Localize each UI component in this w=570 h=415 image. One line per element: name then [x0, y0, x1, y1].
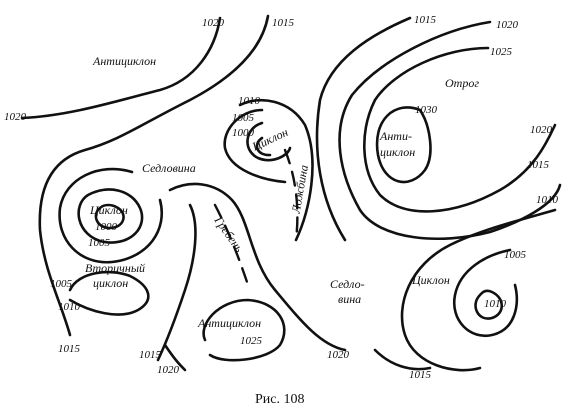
value-center-1030: 1030 — [415, 104, 438, 116]
value-r-1015: 1015 — [527, 159, 550, 171]
label-saddle-right-2: вина — [338, 292, 361, 306]
value-tr-1015: 1015 — [414, 14, 437, 26]
value-bottom-1015a: 1015 — [58, 343, 81, 355]
axis-lines — [213, 148, 299, 287]
isobar-right-1020 — [338, 20, 562, 240]
value-cl-1000: 1000 — [95, 221, 118, 233]
value-cr-1010: 1010 — [484, 298, 507, 310]
value-cu-1005: 1005 — [232, 112, 255, 124]
isobar-1010-upper — [223, 108, 287, 184]
value-tr-1020: 1020 — [496, 19, 519, 31]
isobar-right-1025 — [363, 46, 557, 213]
isobar-bottom-1020 — [163, 343, 187, 372]
value-sc-1005: 1005 — [50, 278, 73, 290]
isobar-right-outer-1015 — [315, 16, 412, 242]
value-bottom-1015b: 1015 — [139, 349, 162, 361]
isobar-ridge-inner — [156, 203, 197, 362]
isobar-lines — [20, 14, 562, 372]
isobar-1015-top — [38, 14, 270, 337]
label-spur: Отрог — [445, 76, 479, 90]
label-cyclone-left: Циклон — [89, 203, 128, 217]
isobar-bottom-1015 — [373, 348, 432, 371]
value-cu-1010: 1010 — [238, 95, 261, 107]
isobar-anticyclone-bottom — [202, 298, 286, 362]
label-secondary-cyclone-2: циклон — [93, 276, 128, 290]
value-ab-1025: 1025 — [240, 335, 263, 347]
value-r-1010: 1010 — [536, 194, 559, 206]
label-anticyclone-right-2: циклон — [380, 145, 415, 159]
value-cr-1005: 1005 — [504, 249, 527, 261]
value-cl-1005: 1005 — [88, 237, 111, 249]
isobar-right-1030 — [375, 106, 432, 184]
value-top-1015: 1015 — [272, 17, 295, 29]
isobar-left-cyclone-inner — [94, 203, 125, 230]
label-anticyclone-top: Антициклон — [92, 54, 156, 68]
isobar-trough-curve — [238, 98, 314, 242]
value-bottom-1020b: 1020 — [327, 349, 350, 361]
label-anticyclone-right-1: Анти- — [379, 129, 412, 143]
isobar-right-cyclone-inner — [474, 289, 504, 320]
text-labels: Антициклон Седловина Циклон Ложбина Анти… — [85, 54, 479, 330]
value-cu-1000: 1000 — [232, 127, 255, 139]
value-tr-1025: 1025 — [490, 46, 513, 58]
value-top-1020: 1020 — [202, 17, 225, 29]
figure-caption: Рис. 108 — [255, 392, 305, 407]
isobar-secondary-cyclone — [68, 270, 150, 316]
value-r-1020: 1020 — [530, 124, 553, 136]
label-ridge: Гребень — [211, 213, 247, 255]
value-left-1020: 1020 — [4, 111, 27, 123]
value-sc-1010: 1010 — [58, 301, 81, 313]
isobar-1005-upper — [246, 121, 292, 162]
label-saddle-right-1: Седло- — [330, 277, 365, 291]
isobar-ridge — [168, 182, 347, 352]
value-bottom-1015c: 1015 — [409, 369, 432, 381]
isobar-right-cyclone-mid — [452, 248, 519, 338]
isobar-1000-upper — [255, 136, 272, 157]
value-bottom-1020a: 1020 — [157, 364, 180, 376]
label-secondary-cyclone-1: Вторичный — [85, 261, 145, 275]
isobar-right-cyclone-outer — [400, 208, 557, 372]
isobar-left-cyclone-mid — [77, 188, 144, 244]
isobar-left-cyclone-outer — [58, 167, 163, 264]
isobar-values: 1020 1015 1020 1015 1020 1025 1030 1010 … — [4, 14, 559, 381]
ridge-axis — [213, 203, 250, 287]
label-cyclone-right: Циклон — [411, 273, 450, 287]
trough-axis — [283, 148, 299, 242]
isobar-1020-left — [20, 16, 222, 120]
label-anticyclone-bottom: Антициклон — [197, 316, 261, 330]
label-saddle-left: Седловина — [142, 161, 196, 175]
